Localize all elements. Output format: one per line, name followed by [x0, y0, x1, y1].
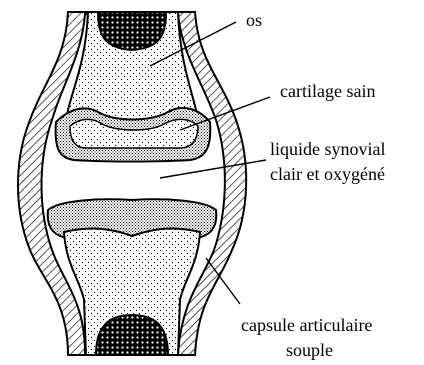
cartilage-label: cartilage sain [280, 81, 375, 101]
capsule-label-line1: capsule articulaire [241, 315, 372, 335]
fluid-label-line2: clair et oxygéné [270, 164, 385, 184]
fluid-label-line1: liquide synovial [270, 139, 386, 159]
bone-label: os [246, 10, 262, 30]
capsule-label-line2: souple [286, 340, 333, 360]
